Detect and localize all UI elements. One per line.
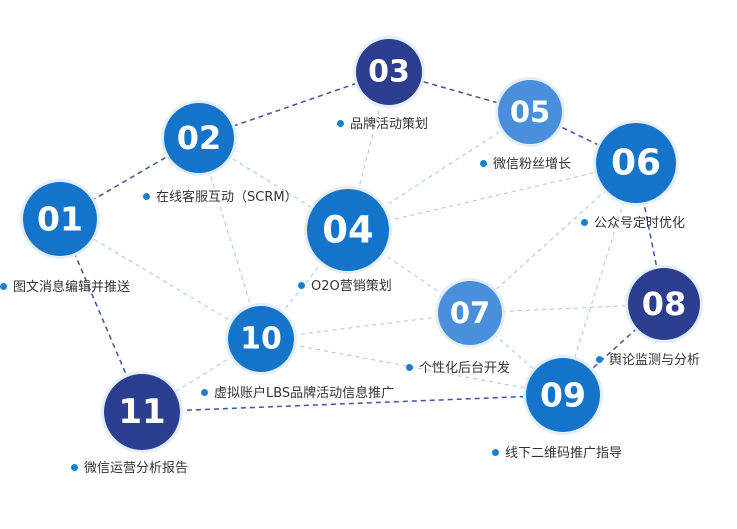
edge-02-03: [198, 71, 390, 139]
node-circle: [104, 374, 180, 450]
node-label-09: 线下二维码推广指导: [492, 446, 622, 462]
node-label-text: 个性化后台开发: [419, 361, 511, 376]
bullet-dot-icon: [143, 193, 150, 200]
bullet-dot-icon: [71, 464, 78, 471]
node-label-10: 虚拟账户LBS品牌活动信息推广: [201, 386, 394, 402]
node-label-text: O2O营销策划: [311, 279, 392, 294]
node-label-11: 微信运营分析报告: [71, 461, 188, 477]
bullet-dot-icon: [596, 356, 603, 363]
node-number: 02: [177, 119, 222, 157]
bullet-dot-icon: [298, 282, 305, 289]
edge-03-05: [388, 71, 531, 113]
node-03: 03: [353, 36, 425, 108]
node-label-text: 线下二维码推广指导: [505, 446, 623, 461]
node-label-05: 微信粉丝增长: [480, 157, 571, 173]
node-circle: [438, 281, 502, 345]
node-number: 11: [118, 392, 165, 432]
node-number: 06: [611, 143, 661, 184]
node-label-text: 微信粉丝增长: [493, 157, 572, 172]
node-06: 06: [593, 120, 679, 206]
bullet-dot-icon: [480, 160, 487, 167]
bullet-dot-icon: [406, 364, 413, 371]
bullet-dot-icon: [581, 219, 588, 226]
node-number: 03: [368, 55, 410, 90]
bullet-dot-icon: [492, 449, 499, 456]
node-label-text: 微信运营分析报告: [84, 461, 189, 476]
node-number: 10: [240, 322, 282, 357]
edge-11-09: [141, 394, 564, 413]
node-label-03: 品牌活动策划: [337, 117, 428, 133]
edge-04-06: [347, 162, 637, 231]
node-label-text: 舆论监测与分析: [609, 353, 701, 368]
node-09: 09: [523, 355, 603, 435]
node-circle: [23, 182, 97, 256]
node-10: 10: [225, 303, 297, 375]
node-11: 11: [101, 371, 183, 453]
edge-06-07: [469, 162, 637, 314]
node-02: 02: [161, 100, 237, 176]
node-number: 01: [37, 200, 83, 239]
node-number: 08: [642, 285, 687, 323]
node-label-text: 在线客服互动（SCRM）: [156, 190, 298, 205]
node-circle: [307, 189, 389, 271]
node-label-text: 虚拟账户LBS品牌活动信息推广: [214, 386, 395, 401]
node-circle: [356, 39, 422, 105]
node-circle: [498, 80, 562, 144]
node-label-text: 品牌活动策划: [350, 117, 429, 132]
node-label-text: 公众号定时优化: [594, 216, 686, 231]
node-circle: [228, 306, 294, 372]
node-label-text: 图文消息编辑并推送: [13, 280, 131, 295]
bullet-dot-icon: [201, 389, 208, 396]
node-number: 05: [510, 95, 550, 129]
node-circle: [628, 268, 700, 340]
bullet-dot-icon: [337, 120, 344, 127]
node-08: 08: [625, 265, 703, 343]
node-circle: [596, 123, 676, 203]
node-05: 05: [495, 77, 565, 147]
node-label-08: 舆论监测与分析: [596, 353, 700, 369]
node-01: 01: [20, 179, 100, 259]
node-label-06: 公众号定时优化: [581, 216, 685, 232]
node-label-02: 在线客服互动（SCRM）: [143, 190, 298, 206]
nodes-layer: 01 02 03 04 05 06 07 08 09 10 11: [20, 36, 703, 453]
edge-01-10: [59, 218, 262, 340]
node-number: 07: [450, 296, 490, 330]
node-07: 07: [435, 278, 505, 348]
node-label-04: O2O营销策划: [298, 279, 392, 295]
node-circle: [164, 103, 234, 173]
node-number: 04: [322, 209, 374, 252]
node-circle: [526, 358, 600, 432]
node-label-01: 图文消息编辑并推送: [0, 280, 130, 296]
node-label-07: 个性化后台开发: [406, 361, 510, 377]
bullet-dot-icon: [0, 283, 7, 290]
node-04: 04: [304, 186, 392, 274]
node-number: 09: [540, 376, 586, 415]
